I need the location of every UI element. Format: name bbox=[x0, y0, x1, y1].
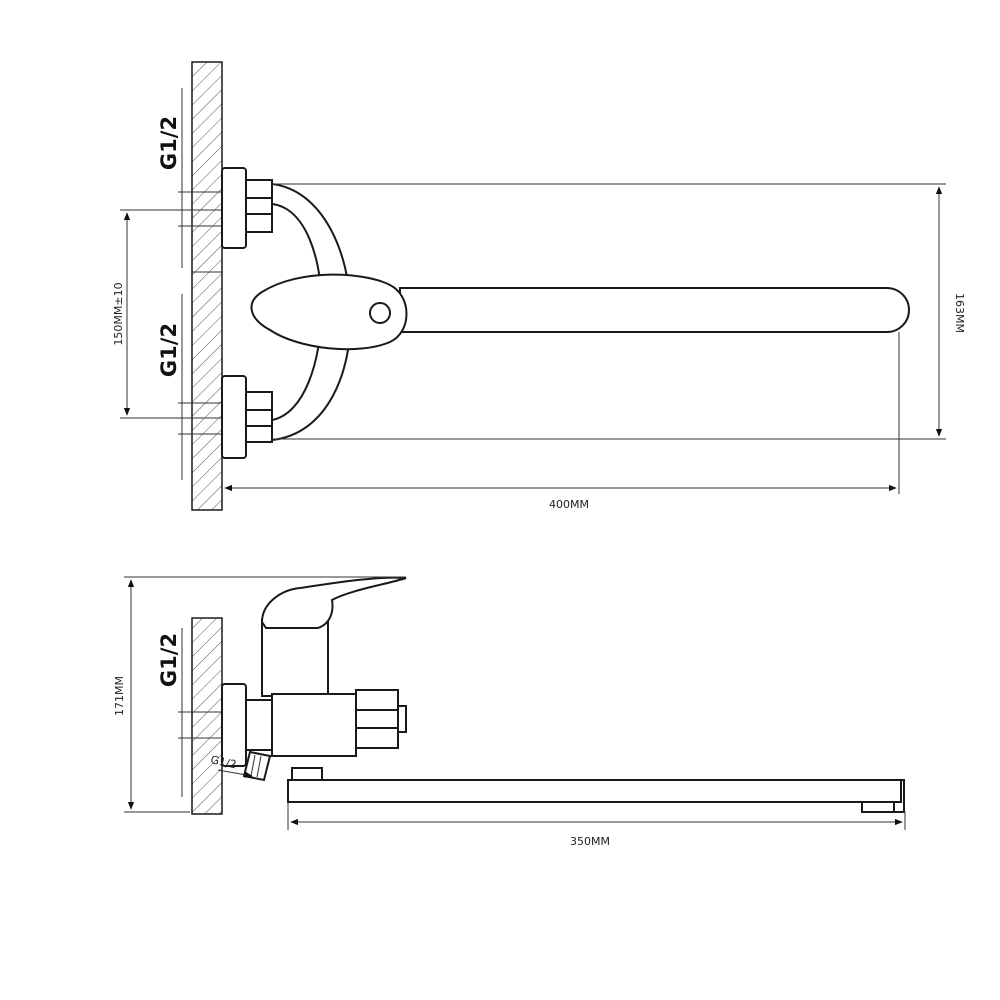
spout-side bbox=[287, 767, 905, 813]
side-connector bbox=[221, 683, 247, 767]
height-front-label: 163MM bbox=[953, 293, 966, 333]
spout-front bbox=[399, 287, 910, 333]
thread-label-lower: G1/2 bbox=[157, 323, 181, 377]
dim-inlet-spacing: 150MM±10 bbox=[112, 209, 186, 419]
dim-height-front: 163MM bbox=[272, 183, 966, 440]
thread-label-wall: G1/2 bbox=[157, 633, 181, 687]
dim-height-side: 171MM bbox=[113, 576, 406, 813]
valve-column bbox=[261, 619, 329, 697]
wall-section-side bbox=[191, 617, 223, 815]
lower-connector bbox=[178, 375, 273, 459]
height-side-label: 171MM bbox=[113, 676, 126, 716]
dim-spout-length-side: 350MM bbox=[287, 802, 906, 848]
upper-connector bbox=[178, 167, 273, 249]
thread-label-upper: G1/2 bbox=[157, 116, 181, 170]
front-view: 150MM±10 G1/2 G1/2 163MM 400MM bbox=[112, 61, 966, 511]
spout-length-front-label: 400MM bbox=[549, 498, 589, 511]
wall-section-front bbox=[191, 61, 223, 511]
handle-screw-hole bbox=[369, 302, 391, 324]
handle-lever bbox=[250, 273, 408, 351]
inlet-spacing-label: 150MM±10 bbox=[112, 282, 125, 345]
side-view: G1/2 G1/2 bbox=[113, 576, 906, 848]
mixer-body-arc bbox=[271, 182, 352, 442]
dim-spout-length-front: 400MM bbox=[224, 332, 900, 511]
thread-label-outlet: G1/2 bbox=[209, 753, 237, 771]
handle-lever-side bbox=[260, 576, 407, 629]
spout-length-side-label: 350MM bbox=[570, 835, 610, 848]
outlet-thread: G1/2 bbox=[209, 750, 272, 782]
diverter-knob bbox=[355, 689, 407, 749]
